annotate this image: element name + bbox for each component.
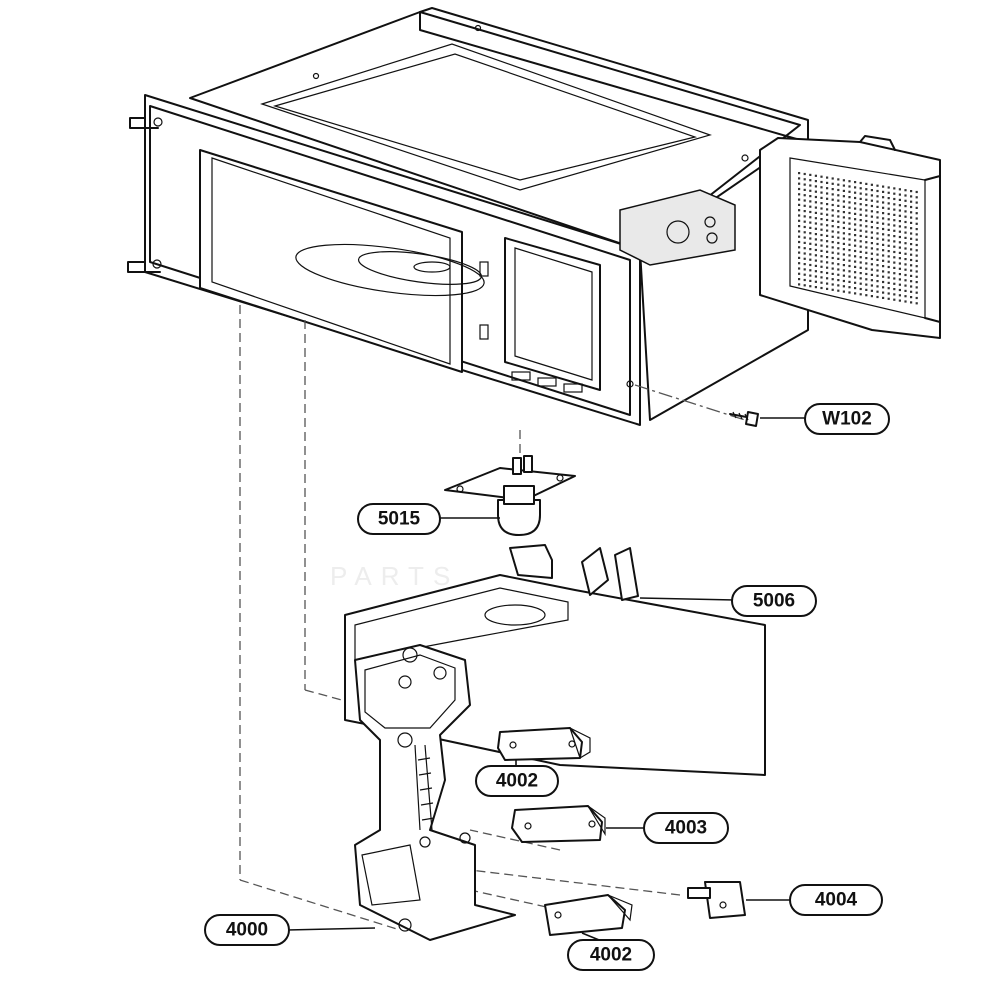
callout-label-4004: 4004 xyxy=(815,890,858,911)
callout-5015: 5015 xyxy=(357,503,500,535)
callout-label-4003: 4003 xyxy=(665,818,707,839)
screw-w102 xyxy=(729,411,759,427)
callout-label-4002-lower: 4002 xyxy=(590,945,632,966)
switch-4003 xyxy=(511,805,606,843)
switch-4002-lower xyxy=(544,894,633,936)
stopper-4004 xyxy=(687,881,746,919)
callout-label-5015: 5015 xyxy=(378,509,421,530)
callout-label-w102: W102 xyxy=(822,409,872,430)
callout-label-5006: 5006 xyxy=(753,591,795,612)
callout-4004: 4004 xyxy=(746,884,883,916)
microwave-cavity-assembly xyxy=(127,7,809,426)
lamp-5015 xyxy=(444,455,576,536)
latch-frame-4000 xyxy=(354,644,516,941)
callout-4003: 4003 xyxy=(606,812,729,844)
vented-side-panel xyxy=(759,135,941,339)
callout-label-4002-upper: 4002 xyxy=(496,771,538,792)
callout-4000: 4000 xyxy=(204,914,376,946)
watermark: PARTS xyxy=(330,561,459,591)
callout-5006: 5006 xyxy=(639,585,817,617)
callout-4002-lower: 4002 xyxy=(567,932,655,971)
switch-4002-upper xyxy=(497,726,591,761)
callout-label-4000: 4000 xyxy=(226,920,268,941)
callout-w102: W102 xyxy=(760,403,890,435)
callout-4002-upper: 4002 xyxy=(475,760,559,797)
